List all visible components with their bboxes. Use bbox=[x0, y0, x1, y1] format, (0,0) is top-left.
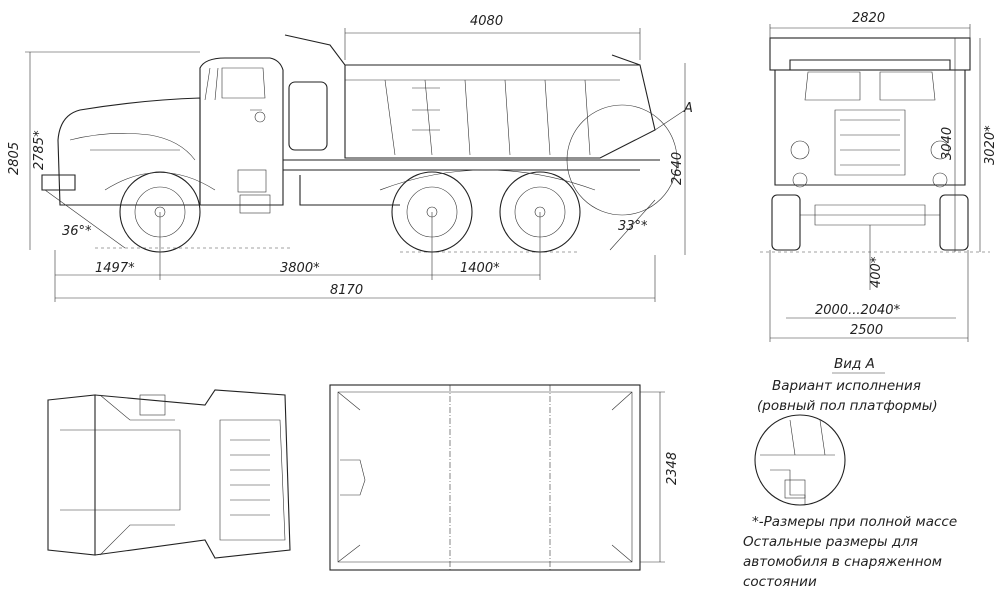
dim-body-height: 2640 bbox=[670, 152, 685, 185]
view-a-marker: A bbox=[683, 101, 693, 116]
dim-wheelbase: 3800* bbox=[280, 261, 320, 276]
dim-body-inner-width: 2348 bbox=[665, 452, 680, 485]
dim-departure-angle: 33°* bbox=[618, 219, 648, 234]
note-line1: *-Размеры при полной массе bbox=[752, 514, 957, 530]
dim-bogie-base: 1400* bbox=[460, 261, 500, 276]
dim-overall-width: 2500 bbox=[850, 323, 883, 338]
dim-overall-height: 2805 bbox=[7, 142, 22, 175]
view-a-line2: (ровный пол платформы) bbox=[757, 398, 938, 414]
dim-front-loaded-height: 3020* bbox=[983, 125, 998, 165]
side-view: A 4080 2805 2785* 2640 36°* 33°* 1497* 3… bbox=[7, 14, 693, 302]
note-line4: состоянии bbox=[743, 574, 817, 590]
view-a: Вид А Вариант исполнения (ровный пол пла… bbox=[754, 356, 938, 506]
dim-approach-angle: 36°* bbox=[62, 224, 92, 239]
dim-loaded-height: 2785* bbox=[32, 130, 47, 170]
note-line2: Остальные размеры для bbox=[743, 534, 918, 550]
notes: *-Размеры при полной массе Остальные раз… bbox=[743, 514, 957, 590]
view-a-line1: Вариант исполнения bbox=[772, 378, 921, 394]
dim-overall-length: 8170 bbox=[330, 283, 363, 298]
dim-track: 2000...2040* bbox=[815, 303, 901, 318]
dim-ground-clearance: 400* bbox=[869, 256, 884, 288]
top-view: 2348 bbox=[47, 384, 680, 571]
view-a-title: Вид А bbox=[834, 356, 875, 372]
note-line3: автомобиля в снаряженном bbox=[743, 554, 942, 570]
dim-body-length: 4080 bbox=[470, 14, 503, 29]
dim-front-height: 3040 bbox=[940, 127, 955, 160]
dim-body-width: 2820 bbox=[852, 11, 885, 26]
front-view: 2820 3040 3020* 400* 2000...2040* 2500 bbox=[760, 11, 998, 342]
dim-front-overhang: 1497* bbox=[95, 261, 135, 276]
